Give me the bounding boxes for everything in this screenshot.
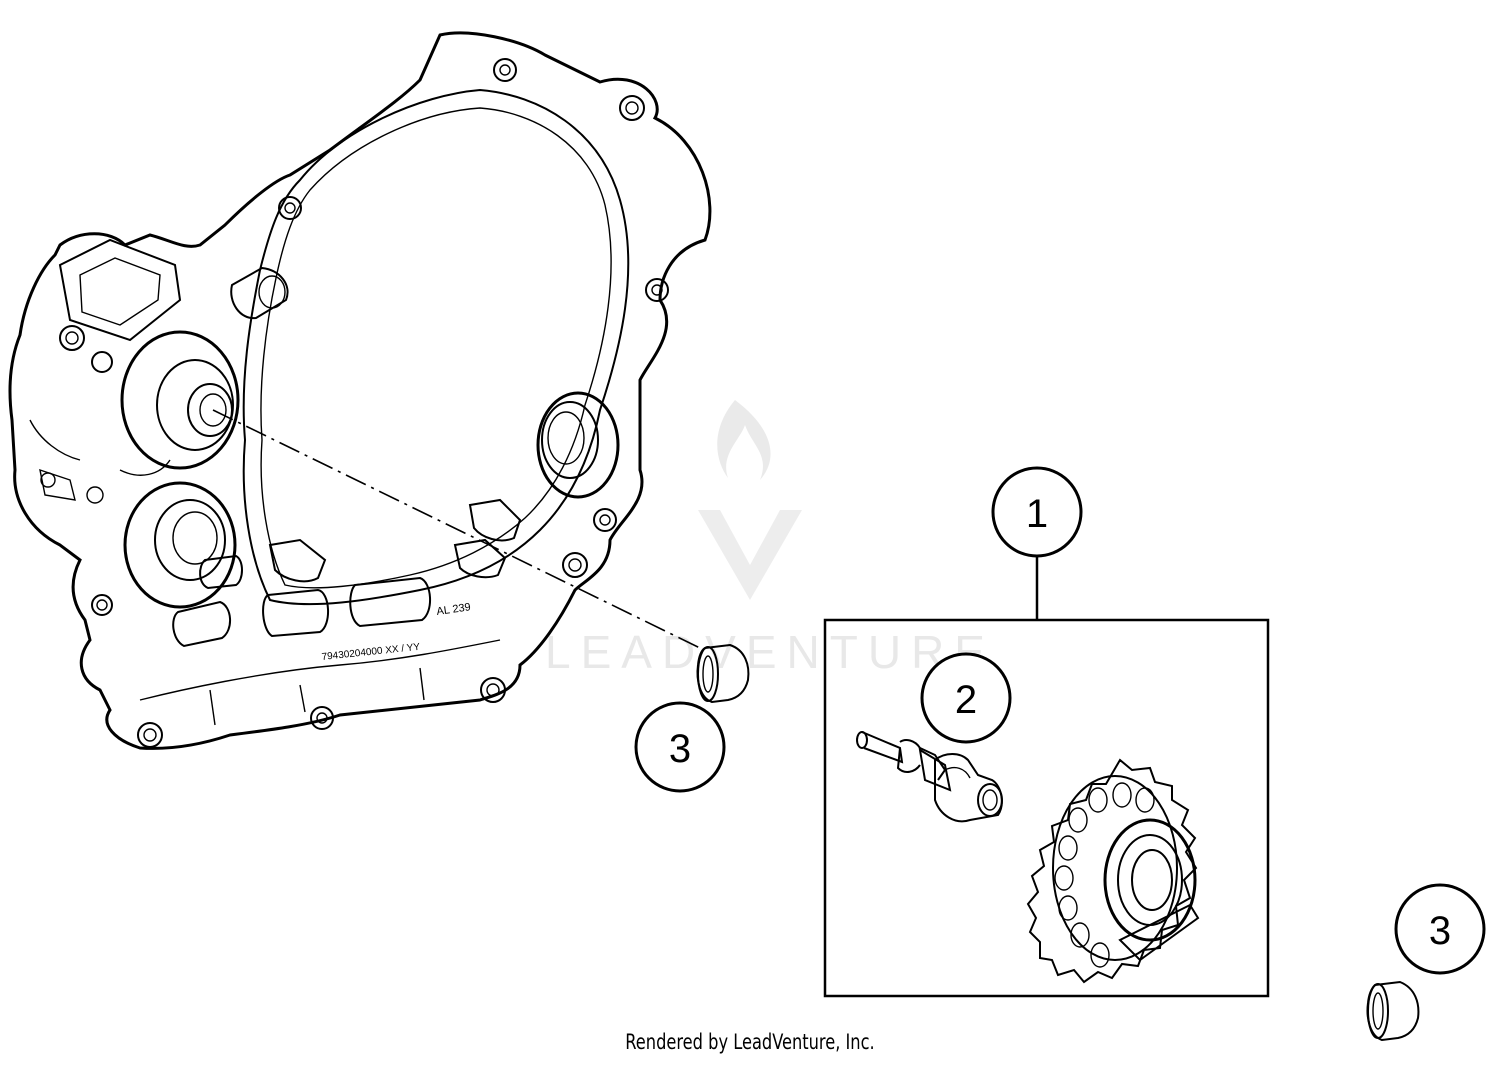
callout-3a-label: 3 (669, 727, 691, 771)
shaft (856, 731, 1003, 823)
callout-3b: 3 (1394, 883, 1486, 975)
assembly-line (212, 409, 701, 649)
callout-3b-label: 3 (1429, 909, 1451, 953)
bushing-top (696, 643, 750, 704)
callout-2-label: 2 (955, 678, 977, 722)
assembly-frame (823, 618, 1270, 998)
engine-cover (8, 31, 712, 750)
credit-text: Rendered by LeadVenture, Inc. (625, 1030, 875, 1054)
callout-2: 2 (920, 652, 1012, 744)
gear (1026, 758, 1200, 984)
al-mark: AL 239 (436, 601, 472, 618)
cover-casting-marks: AL 239 79430204000 XX / YY (321, 601, 471, 663)
callout-1: 1 (991, 466, 1083, 558)
bushing-bottom (1366, 980, 1420, 1042)
callout-1-label: 1 (1026, 492, 1048, 536)
part-number-mark: 79430204000 XX / YY (321, 642, 421, 663)
watermark-logo: LEADVENTURE (545, 400, 995, 678)
watermark-text: LEADVENTURE (545, 626, 995, 678)
callout-3a: 3 (634, 701, 726, 793)
